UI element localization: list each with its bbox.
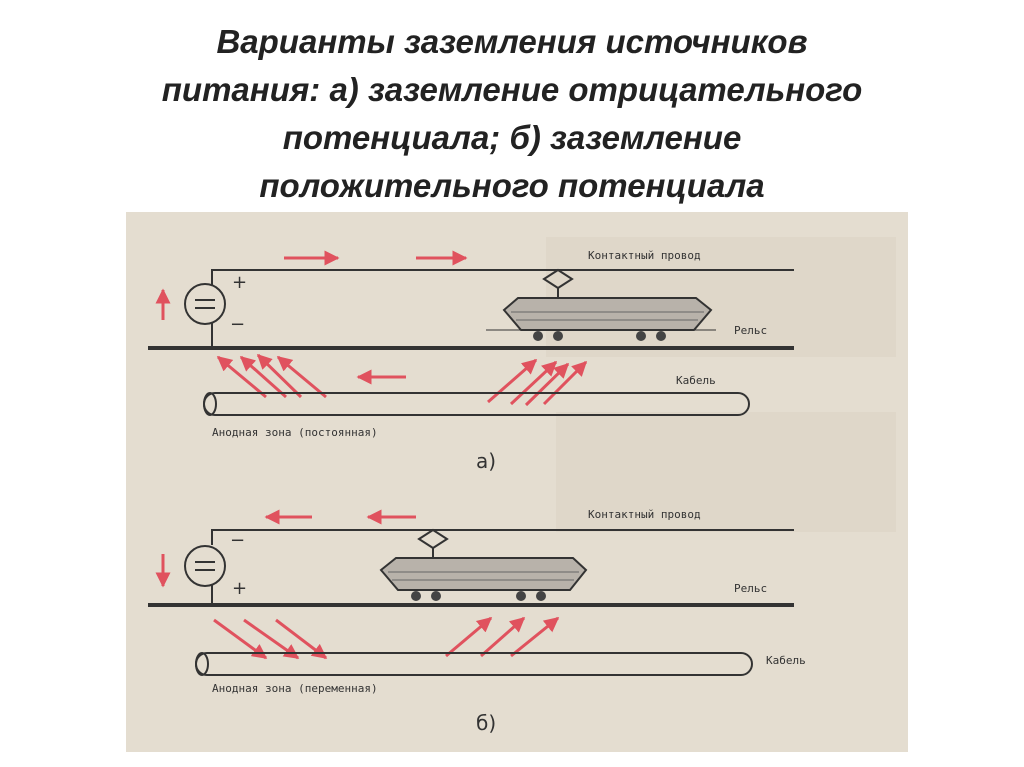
wheel-icon <box>533 331 543 341</box>
diagram-a: + − Контактный провод Рельс <box>148 249 794 473</box>
slide-title: Варианты заземления источников питания: … <box>40 18 984 210</box>
power-source-icon <box>184 545 226 587</box>
anode-zone-label-a: Анодная зона (постоянная) <box>212 426 378 439</box>
tram-car-icon <box>379 557 588 591</box>
leak-arrow-icon <box>487 358 538 404</box>
leak-arrow-icon <box>509 360 558 406</box>
grounding-diagram-figure: + − Контактный провод Рельс <box>126 212 908 752</box>
leak-arrow-icon <box>524 362 570 407</box>
wheel-icon <box>411 591 421 601</box>
diagram-b: − + Контактный провод Рельс Кабель Анодн… <box>148 508 806 735</box>
minus-sign-b: − <box>230 530 245 551</box>
leak-arrow-icon <box>216 355 267 399</box>
leak-arrow-icon <box>243 618 300 660</box>
wheel-icon <box>536 591 546 601</box>
leak-arrow-icon <box>480 616 526 658</box>
leak-arrow-icon <box>445 616 493 658</box>
cable-end <box>195 652 209 676</box>
rail-label-a: Рельс <box>734 324 767 337</box>
title-line-4: положительного потенциала <box>259 167 765 204</box>
plus-sign-a: + <box>232 272 247 293</box>
anode-zone-label-b: Анодная зона (переменная) <box>212 682 378 695</box>
contact-wire-label-a: Контактный провод <box>588 249 701 262</box>
leak-arrow-icon <box>239 355 287 399</box>
rail-label-b: Рельс <box>734 582 767 595</box>
leak-arrow-icon <box>542 360 588 406</box>
caption-a: а) <box>476 449 496 473</box>
tram-car-icon <box>502 297 713 331</box>
cable-label-a: Кабель <box>676 374 716 387</box>
leak-arrow-icon <box>275 618 328 660</box>
faint-text-shadow <box>556 412 896 532</box>
wheel-icon <box>431 591 441 601</box>
wheel-icon <box>516 591 526 601</box>
title-line-2: питания: а) заземление отрицательного <box>161 71 863 108</box>
leak-arrow-icon <box>256 353 303 399</box>
pantograph-icon <box>417 528 449 558</box>
title-line-3: потенциала; б) заземление <box>282 119 742 156</box>
caption-b: б) <box>476 711 496 735</box>
power-source-icon <box>184 283 226 325</box>
plus-sign-b: + <box>232 578 247 599</box>
contact-wire-a <box>211 269 794 285</box>
contact-wire-b <box>211 529 794 545</box>
minus-sign-a: − <box>230 314 245 335</box>
cable-label-b: Кабель <box>766 654 806 667</box>
contact-wire-label-b: Контактный провод <box>588 508 701 521</box>
leak-arrow-icon <box>276 355 327 399</box>
pantograph-icon <box>542 268 574 298</box>
title-line-1: Варианты заземления источников <box>216 23 808 60</box>
cable-end <box>203 392 217 416</box>
wheel-icon <box>656 331 666 341</box>
leak-arrow-icon <box>213 618 268 660</box>
wheel-icon <box>636 331 646 341</box>
leak-arrow-icon <box>510 616 560 658</box>
wheel-icon <box>553 331 563 341</box>
